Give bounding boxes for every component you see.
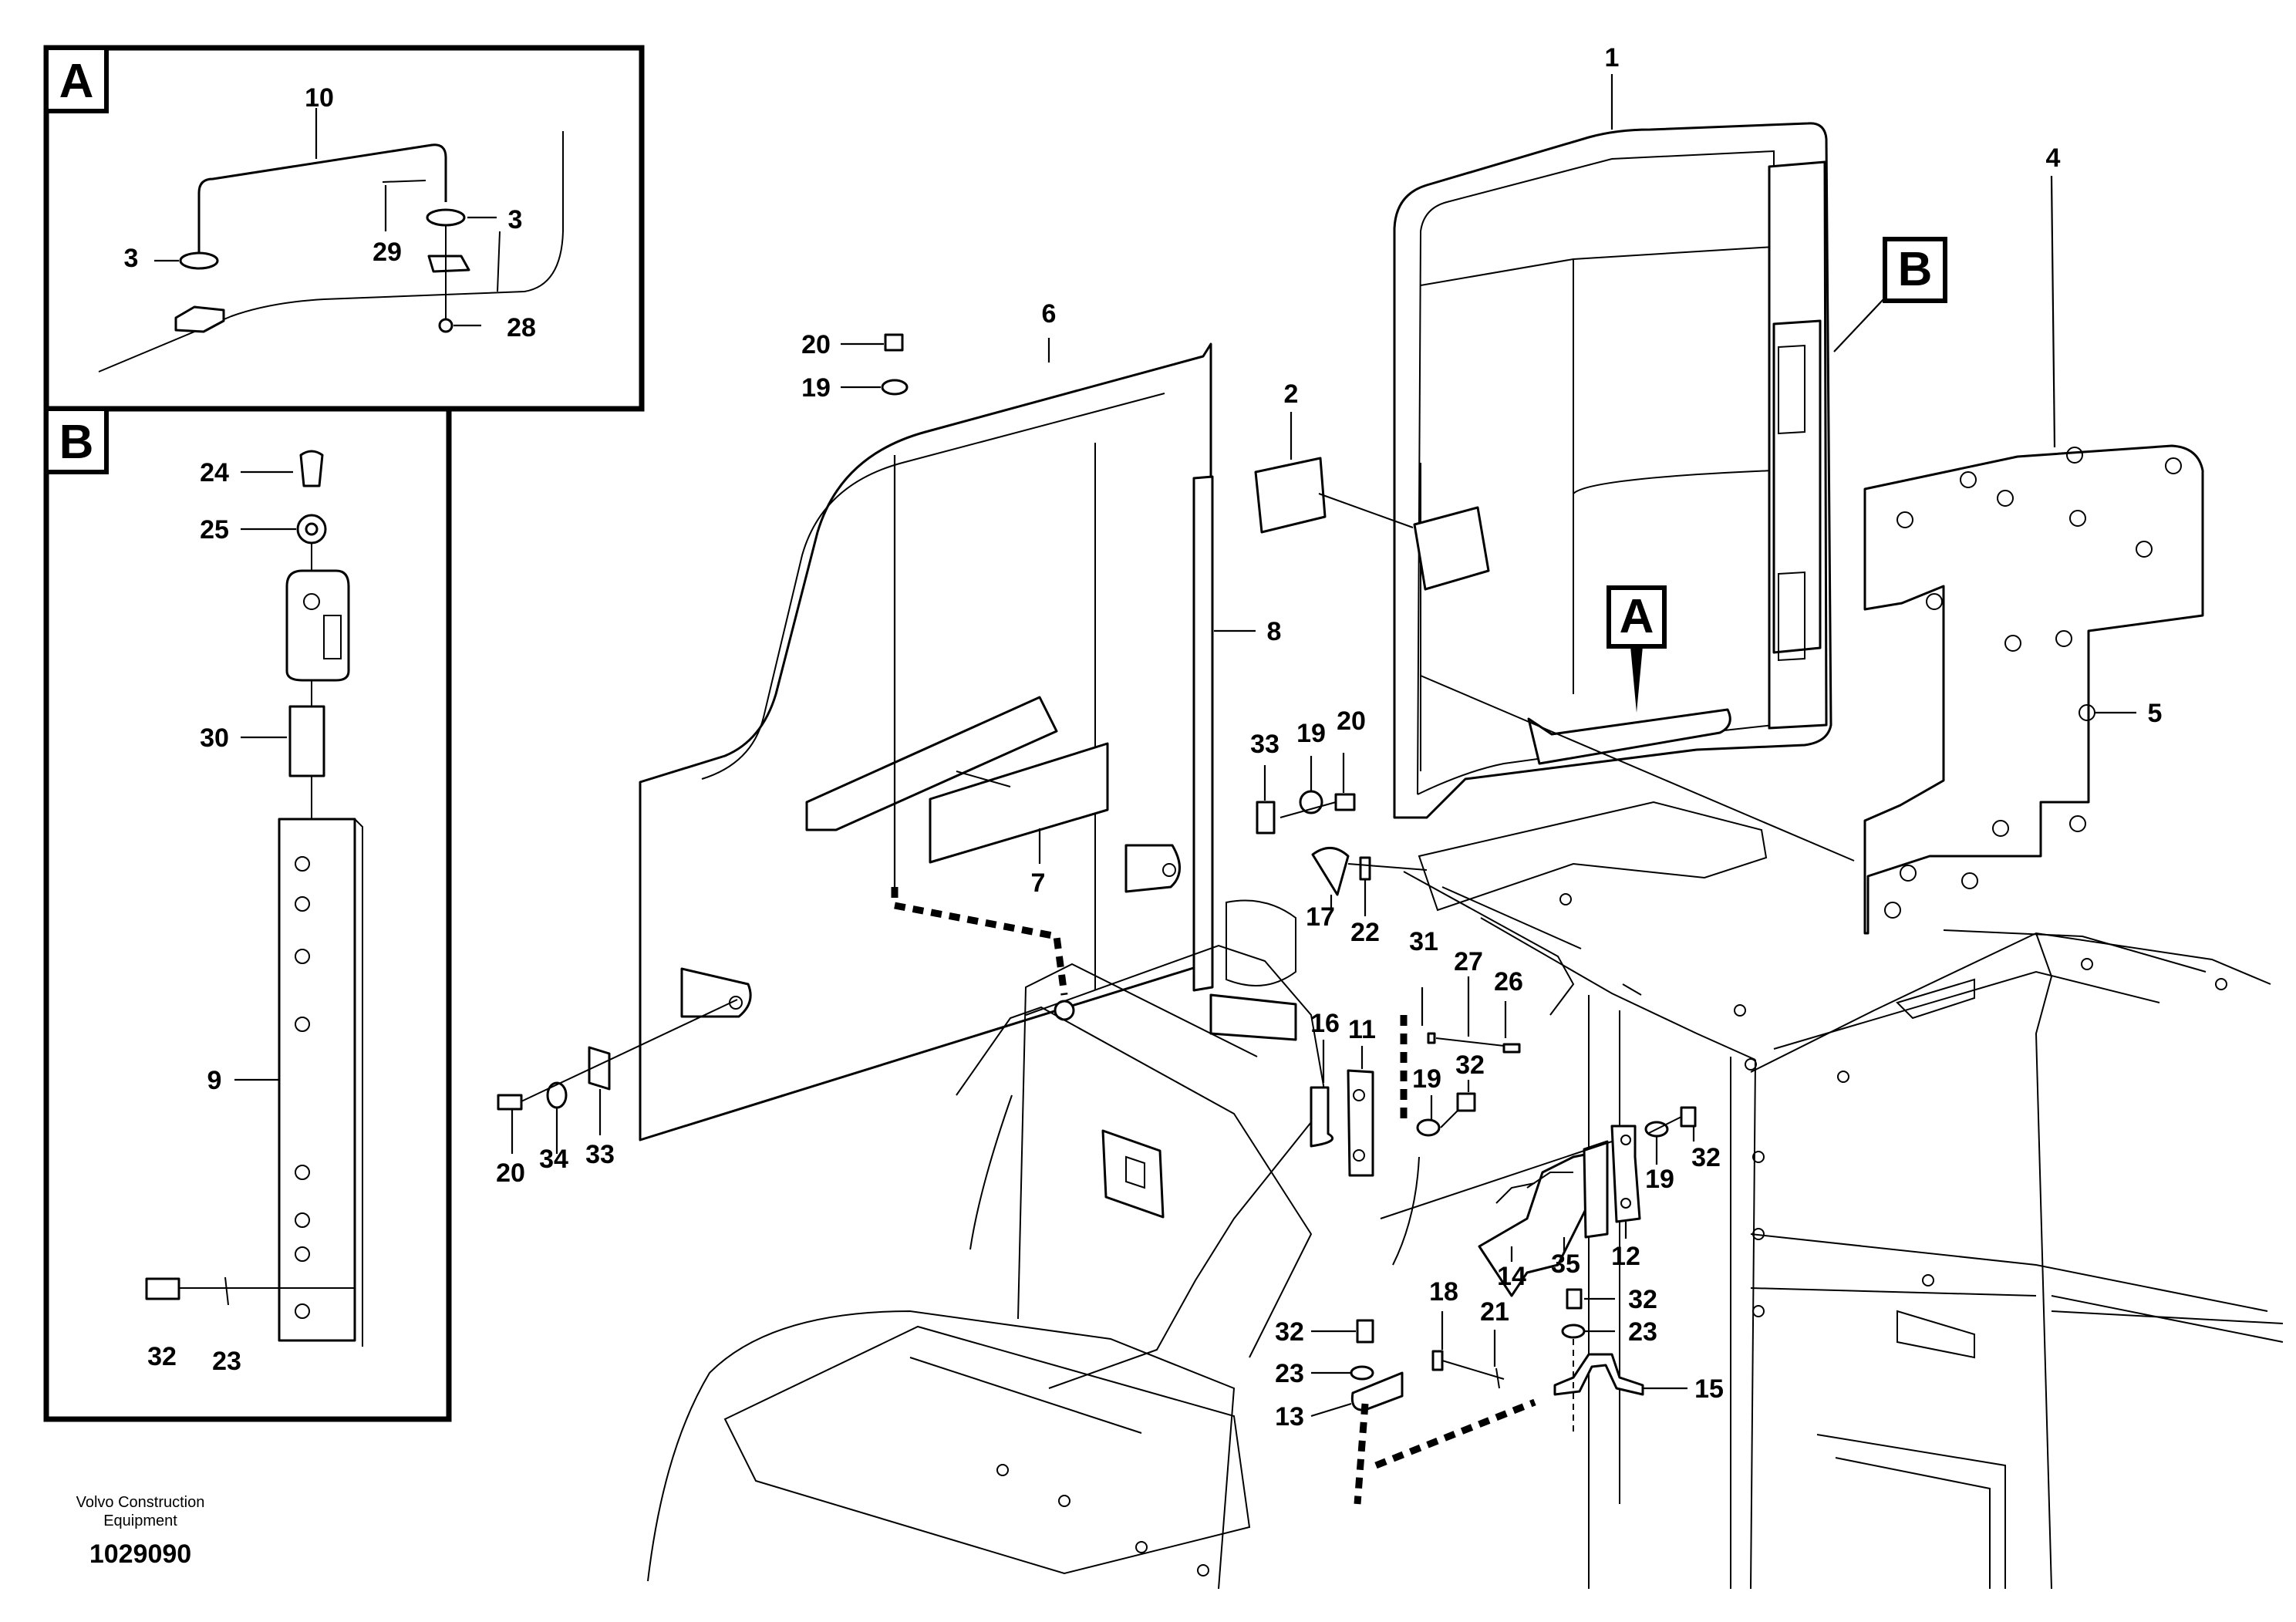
bracket-13 <box>1350 1371 1404 1411</box>
callout-23-right: 23 <box>1628 1317 1657 1347</box>
callout-24: 24 <box>200 458 229 487</box>
panel-4-fasteners <box>1884 447 2182 919</box>
latch-16 <box>1310 1086 1333 1148</box>
doc-number: 1029090 <box>89 1539 191 1569</box>
striker-17 <box>1311 847 1350 896</box>
callout-35: 35 <box>1551 1249 1580 1279</box>
callout-17: 17 <box>1306 902 1335 932</box>
callout-34: 34 <box>539 1145 568 1174</box>
grommet-right <box>426 208 466 227</box>
detail-a-label: A <box>59 55 94 108</box>
callout-1: 1 <box>1605 43 1620 73</box>
plate-11 <box>1347 1069 1374 1177</box>
callout-16: 16 <box>1310 1009 1340 1038</box>
callout-30: 30 <box>200 723 229 753</box>
callout-32-far-right: 32 <box>1628 1285 1657 1314</box>
callout-8: 8 <box>1267 617 1282 646</box>
brand-line-1: Volvo Construction <box>76 1494 205 1511</box>
washer-19-top <box>881 379 909 396</box>
callout-3-left: 3 <box>124 244 139 273</box>
callout-7: 7 <box>1031 868 1046 898</box>
callout-33-mid: 33 <box>1250 730 1279 759</box>
callout-20-top: 20 <box>801 330 831 359</box>
hinge-rail <box>1772 319 1822 654</box>
view-marker-a-label: A <box>1620 590 1654 643</box>
callout-32-mid: 32 <box>1455 1050 1485 1080</box>
callout-10: 10 <box>305 83 334 113</box>
callout-21: 21 <box>1480 1297 1509 1327</box>
view-marker-a: A <box>1607 585 1667 713</box>
bracket-12 <box>1610 1125 1641 1223</box>
detail-b-panel: B 24 25 30 9 32 23 <box>43 406 452 1422</box>
callout-32-left: 32 <box>1275 1317 1304 1347</box>
callout-25: 25 <box>200 515 229 545</box>
callout-27: 27 <box>1454 947 1483 976</box>
footer: Volvo Construction Equipment 1029090 <box>76 1494 205 1569</box>
callout-28: 28 <box>507 313 536 342</box>
strip-9 <box>278 818 356 1342</box>
shim-30 <box>288 705 325 777</box>
callout-19-mid: 19 <box>1296 719 1326 748</box>
strip-bolts <box>295 856 310 1319</box>
washer-28 <box>438 318 453 333</box>
callout-20-bottom: 20 <box>496 1158 525 1188</box>
bolt-32-inset <box>145 1277 180 1300</box>
machine-body <box>647 801 2284 1590</box>
callout-9: 9 <box>207 1066 222 1095</box>
callout-20-mid: 20 <box>1337 706 1366 736</box>
callout-15: 15 <box>1694 1374 1724 1404</box>
latch-group: 16 11 31 27 26 19 32 14 35 12 19 32 <box>1310 927 1721 1297</box>
callout-4: 4 <box>2046 143 2061 173</box>
bolt-24 <box>299 450 324 487</box>
callout-13: 13 <box>1275 1402 1304 1431</box>
bolt-20-top <box>884 333 904 352</box>
bracket-15 <box>1553 1353 1644 1396</box>
spacer-35 <box>1583 1140 1609 1239</box>
grommet-left <box>179 251 219 270</box>
callout-2: 2 <box>1284 379 1299 409</box>
detail-b-label: B <box>59 416 94 469</box>
panel-6-fasteners: 20 34 33 <box>496 999 738 1188</box>
bracket-2 <box>1254 457 1327 534</box>
hinge <box>285 569 350 682</box>
callout-12: 12 <box>1611 1242 1640 1271</box>
callout-33-bottom: 33 <box>585 1140 615 1169</box>
callout-3-right: 3 <box>508 205 523 234</box>
callout-29: 29 <box>373 238 402 267</box>
bracket-13-group: 32 23 13 18 21 <box>1275 1277 1536 1505</box>
handle-bracket <box>174 305 225 333</box>
callout-23-left: 23 <box>1275 1359 1304 1388</box>
callout-31: 31 <box>1409 927 1438 956</box>
view-marker-b: B <box>1883 237 1947 303</box>
callout-6: 6 <box>1042 299 1057 329</box>
callout-19-top: 19 <box>801 373 831 403</box>
callout-19-b: 19 <box>1645 1165 1674 1194</box>
callout-18: 18 <box>1429 1277 1458 1307</box>
callout-32-right: 32 <box>1691 1143 1721 1172</box>
seal-strip-8: 8 <box>1192 475 1282 992</box>
callout-19-a: 19 <box>1412 1064 1441 1094</box>
view-marker-b-label: B <box>1898 243 1933 296</box>
callout-5: 5 <box>2148 699 2163 728</box>
clip-nut <box>427 255 470 273</box>
callout-32-inset: 32 <box>147 1342 177 1371</box>
panel-4: 4 5 <box>1863 143 2204 935</box>
latch-fasteners: 33 19 20 17 22 <box>1250 706 1428 947</box>
detail-a-panel: A 10 3 29 3 28 <box>43 45 645 412</box>
callout-14: 14 <box>1497 1262 1526 1291</box>
callout-11: 11 <box>1348 1015 1376 1044</box>
brand-line-2: Equipment <box>103 1512 177 1529</box>
callout-23-inset: 23 <box>212 1347 241 1376</box>
bracket-15-group: 32 23 15 <box>1553 1285 1724 1435</box>
panel-6: 20 19 6 7 <box>639 299 1212 1141</box>
callout-22: 22 <box>1350 918 1380 947</box>
callout-26: 26 <box>1494 967 1523 996</box>
cab-frame-1: 1 2 <box>1254 43 1886 862</box>
